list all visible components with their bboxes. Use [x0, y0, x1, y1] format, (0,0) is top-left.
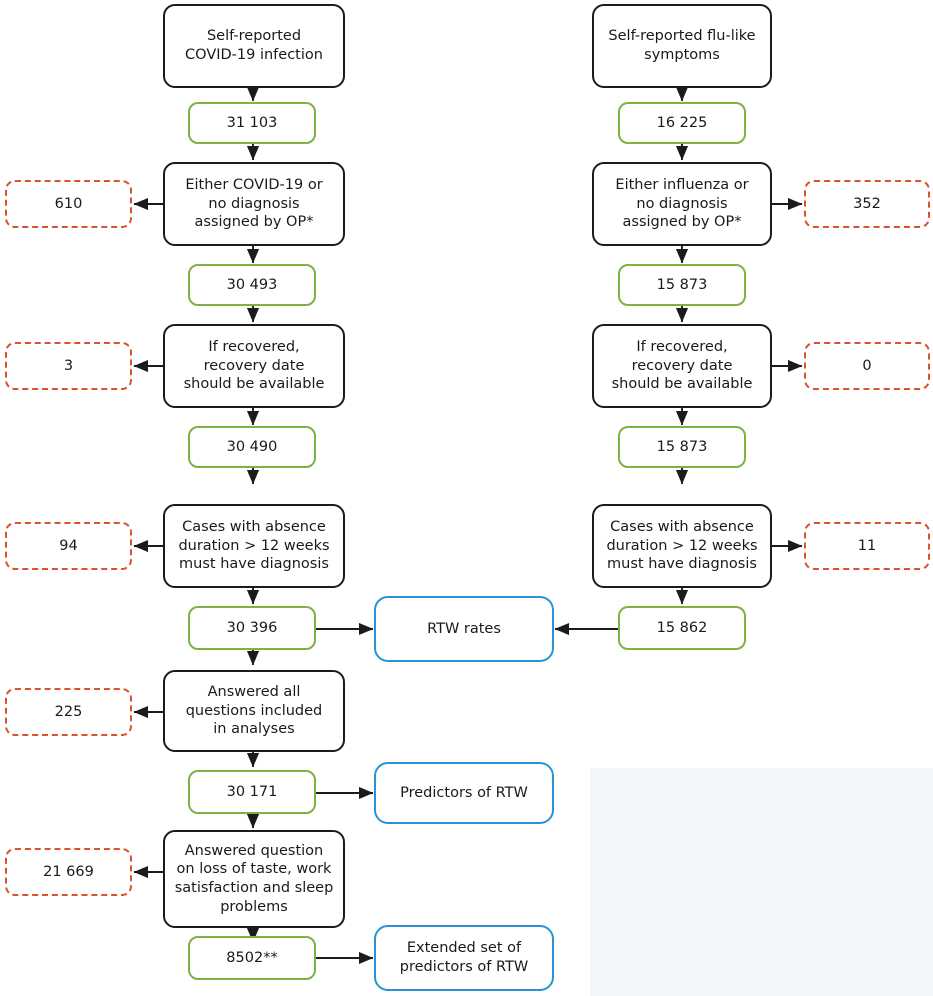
- node-label: 16 225: [656, 114, 708, 131]
- node-label: If recovered, recovery date should be av…: [611, 339, 753, 393]
- node-flu-criterion-2: If recovered, recovery date should be av…: [592, 324, 772, 408]
- node-label: 0: [862, 357, 872, 374]
- node-label: 31 103: [226, 114, 278, 131]
- node-flu-source: Self-reported flu-like symptoms: [592, 4, 772, 88]
- node-label: 15 873: [656, 276, 708, 293]
- node-label: 225: [54, 703, 83, 720]
- node-label: Answered all questions included in analy…: [185, 684, 323, 738]
- node-outcome-predictors: Predictors of RTW: [374, 762, 554, 824]
- node-flu-count-1: 16 225: [618, 102, 746, 144]
- node-covid-excluded-3: 94: [5, 522, 132, 570]
- node-covid-criterion-4: Answered all questions included in analy…: [163, 670, 345, 752]
- node-covid-criterion-3: Cases with absence duration > 12 weeks m…: [163, 504, 345, 588]
- node-label: Extended set of predictors of RTW: [399, 940, 529, 975]
- node-label: 30 171: [226, 783, 278, 800]
- node-flu-count-3: 15 873: [618, 426, 746, 468]
- node-label: 3: [63, 357, 74, 374]
- node-flu-criterion-1: Either influenza or no diagnosis assigne…: [592, 162, 772, 246]
- node-outcome-extended: Extended set of predictors of RTW: [374, 925, 554, 991]
- node-label: 30 490: [226, 438, 278, 455]
- node-covid-excluded-5: 21 669: [5, 848, 132, 896]
- node-label: 352: [853, 195, 881, 212]
- node-label: 15 873: [656, 438, 708, 455]
- node-flu-count-4: 15 862: [618, 606, 746, 650]
- node-label: 11: [857, 537, 877, 554]
- node-flu-excluded-3: 11: [804, 522, 930, 570]
- node-label: 8502**: [226, 949, 278, 966]
- node-covid-criterion-5: Answered question on loss of taste, work…: [163, 830, 345, 928]
- node-label: RTW rates: [427, 620, 501, 637]
- node-label: 610: [54, 195, 83, 212]
- node-outcome-rtw-rates: RTW rates: [374, 596, 554, 662]
- node-label: Cases with absence duration > 12 weeks m…: [606, 519, 758, 573]
- node-label: Either COVID-19 or no diagnosis assigned…: [185, 177, 323, 231]
- node-flu-criterion-3: Cases with absence duration > 12 weeks m…: [592, 504, 772, 588]
- node-covid-criterion-1: Either COVID-19 or no diagnosis assigned…: [163, 162, 345, 246]
- node-label: 94: [59, 537, 78, 554]
- node-label: Self-reported flu-like symptoms: [608, 28, 756, 63]
- node-label: Cases with absence duration > 12 weeks m…: [178, 519, 330, 573]
- node-label: Self-reported COVID-19 infection: [185, 28, 323, 63]
- node-covid-excluded-1: 610: [5, 180, 132, 228]
- node-flu-excluded-1: 352: [804, 180, 930, 228]
- node-flu-excluded-2: 0: [804, 342, 930, 390]
- node-label: 21 669: [43, 863, 94, 880]
- node-label: 30 396: [226, 619, 278, 636]
- node-covid-criterion-2: If recovered, recovery date should be av…: [163, 324, 345, 408]
- node-covid-excluded-2: 3: [5, 342, 132, 390]
- node-covid-count-3: 30 490: [188, 426, 316, 468]
- node-label: Either influenza or no diagnosis assigne…: [615, 177, 749, 231]
- node-covid-count-5: 30 171: [188, 770, 316, 814]
- node-covid-count-4: 30 396: [188, 606, 316, 650]
- node-covid-count-1: 31 103: [188, 102, 316, 144]
- node-label: If recovered, recovery date should be av…: [183, 339, 325, 393]
- node-flu-count-2: 15 873: [618, 264, 746, 306]
- node-covid-count-2: 30 493: [188, 264, 316, 306]
- node-covid-source: Self-reported COVID-19 infection: [163, 4, 345, 88]
- node-label: 15 862: [656, 619, 708, 636]
- node-covid-count-6: 8502**: [188, 936, 316, 980]
- node-covid-excluded-4: 225: [5, 688, 132, 736]
- node-label: Predictors of RTW: [400, 784, 528, 801]
- node-label: 30 493: [226, 276, 278, 293]
- background-shade: [590, 768, 933, 996]
- node-label: Answered question on loss of taste, work…: [174, 842, 334, 915]
